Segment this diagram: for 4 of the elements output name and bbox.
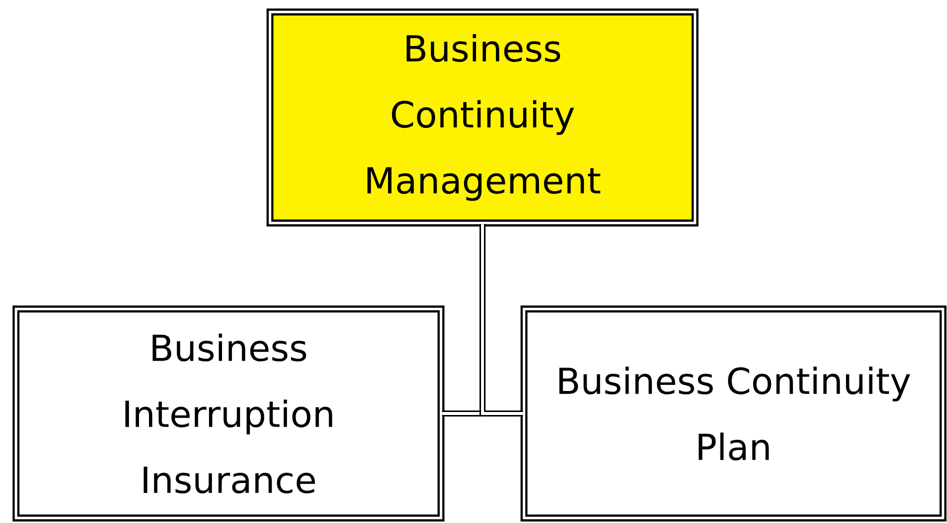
text-box: Business Continuity Management xyxy=(266,8,698,226)
connector xyxy=(480,224,523,416)
text-box: Business Continuity Plan xyxy=(520,306,946,522)
text-box: Business Interruption Insurance xyxy=(12,306,444,522)
